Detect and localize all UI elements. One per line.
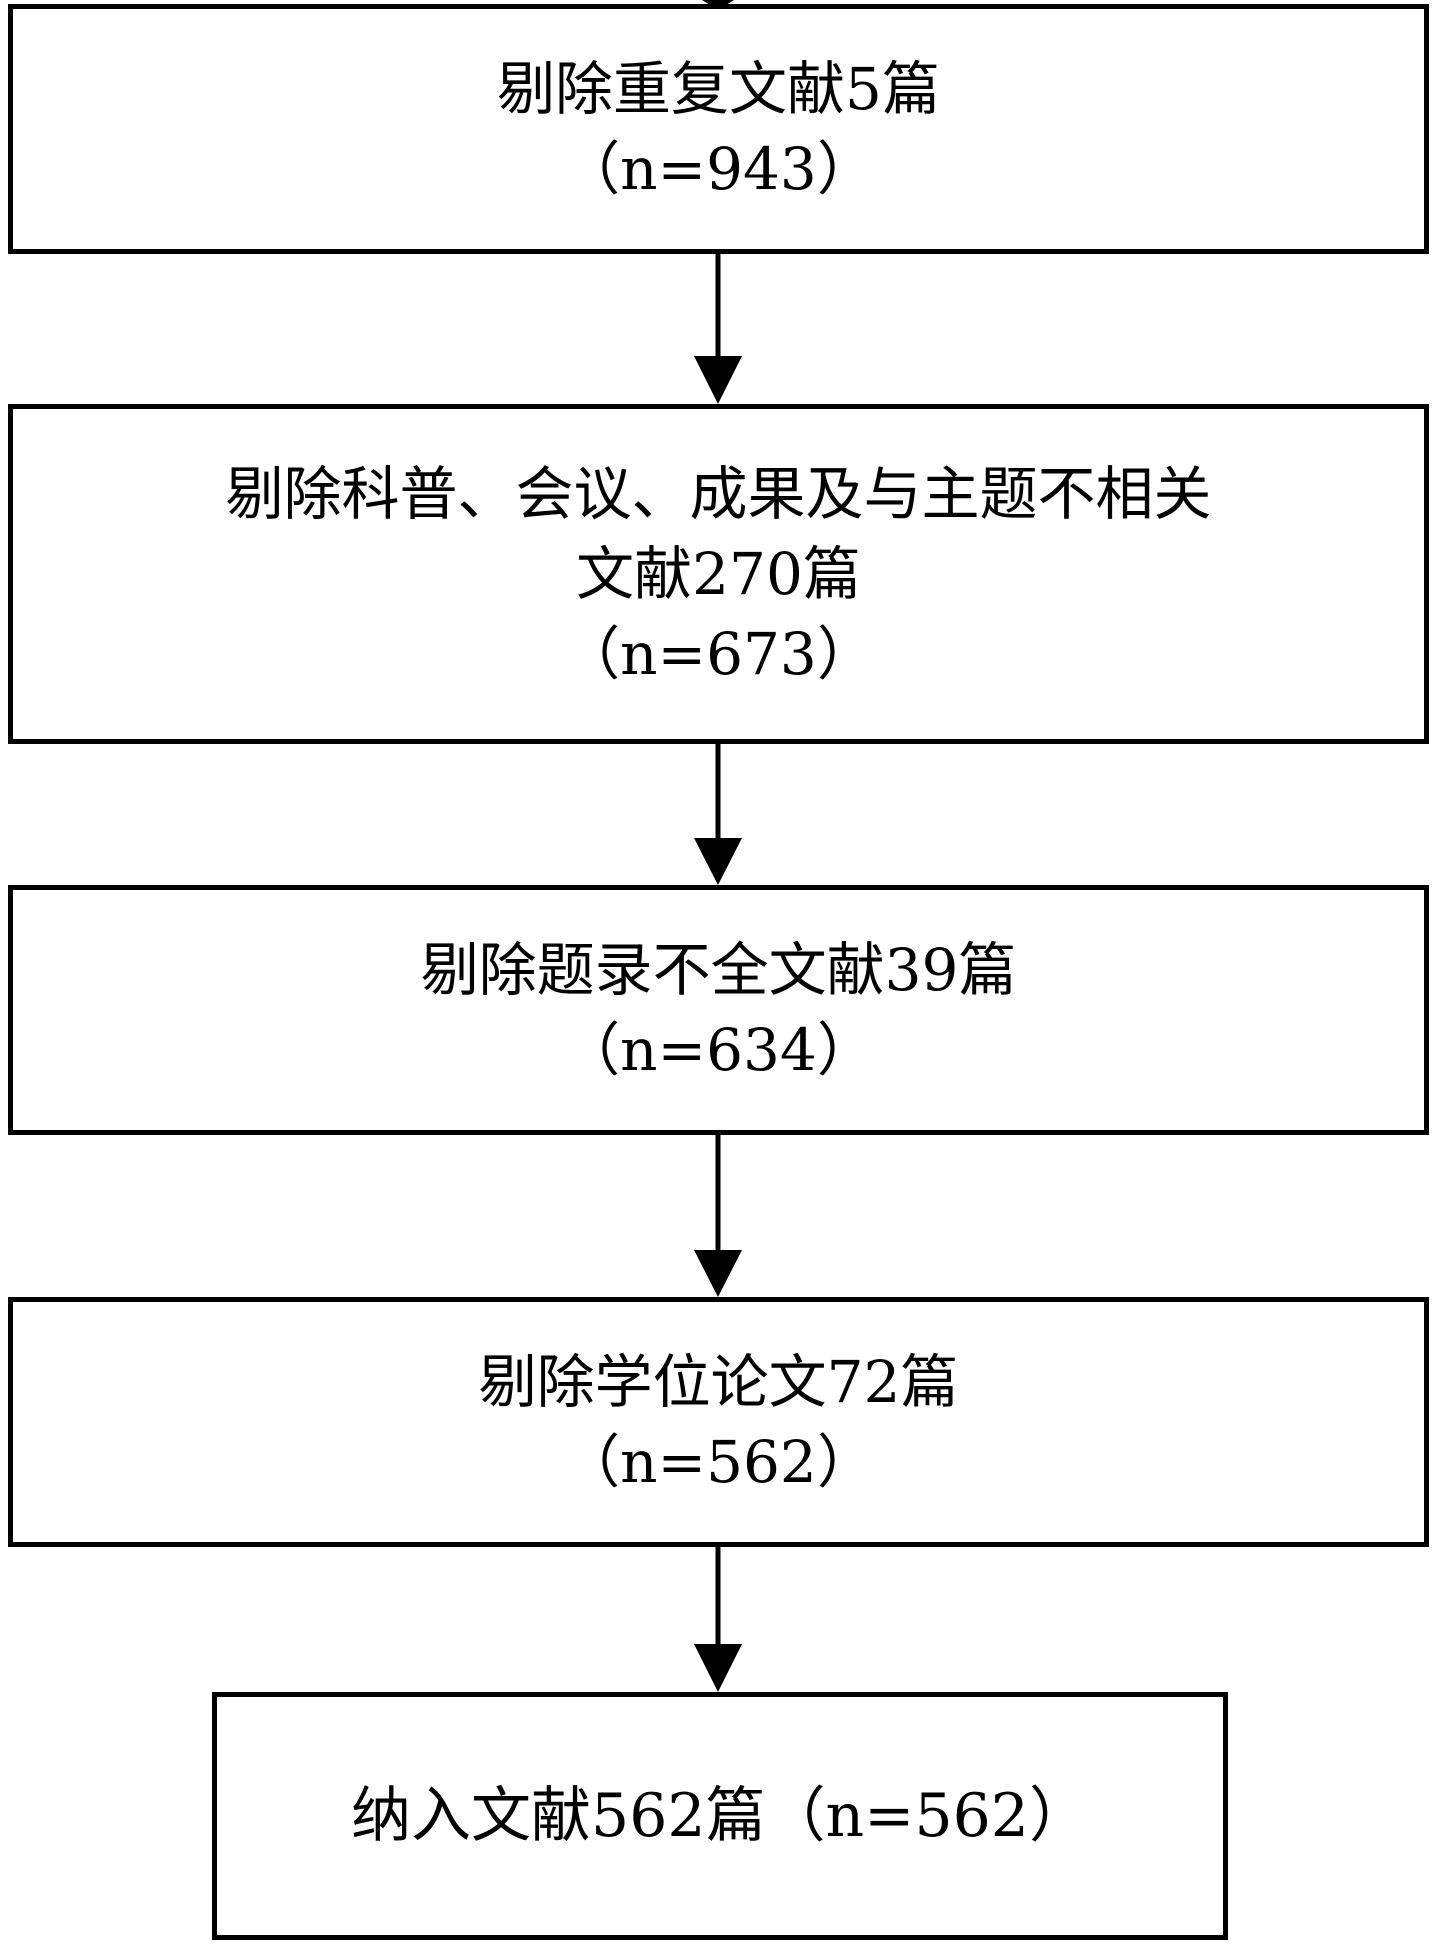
step-1-count: （n=943） [562, 135, 875, 203]
arrow-4-head [694, 1644, 742, 1692]
step-1-title: 剔除重复文献5篇 [497, 54, 940, 123]
step-box-remove-theses: 剔除学位论文72篇 （n=562） [8, 1297, 1429, 1547]
step-5-title: 纳入文献562篇（n=562） [351, 1780, 1089, 1851]
step-2-count: （n=673） [562, 620, 875, 689]
step-box-included: 纳入文献562篇（n=562） [212, 1692, 1228, 1940]
step-2-title-line-1: 剔除科普、会议、成果及与主题不相关 [225, 459, 1212, 528]
step-2-title-line-2: 文献270篇 [576, 539, 861, 608]
step-4-count: （n=562） [562, 1428, 875, 1496]
step-3-title: 剔除题录不全文献39篇 [420, 935, 1017, 1004]
arrow-1-head [694, 356, 742, 404]
arrow-3-head [694, 1250, 742, 1297]
step-box-remove-irrelevant: 剔除科普、会议、成果及与主题不相关 文献270篇 （n=673） [8, 404, 1429, 744]
step-box-remove-incomplete: 剔除题录不全文献39篇 （n=634） [8, 885, 1429, 1135]
arrow-2-head [694, 838, 742, 885]
step-4-title: 剔除学位论文72篇 [478, 1347, 959, 1416]
step-3-count: （n=634） [562, 1016, 875, 1084]
step-box-remove-duplicates: 剔除重复文献5篇 （n=943） [8, 4, 1429, 254]
